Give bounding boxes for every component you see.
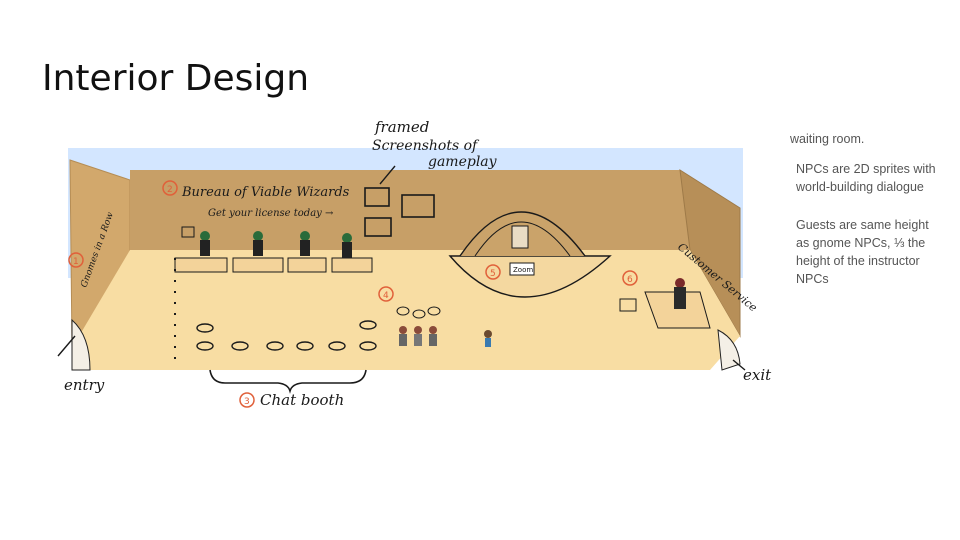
exit-arrow	[732, 359, 746, 371]
interior-sketch: framed Screenshots of gameplay 2 Bureau …	[57, 118, 772, 409]
exit-door	[717, 329, 741, 371]
label-entry: entry	[64, 376, 105, 394]
marker-5-number: 5	[490, 269, 496, 279]
entry-door	[71, 318, 91, 371]
marker-1	[68, 252, 84, 268]
label-get-license: Get your license today →	[208, 208, 334, 219]
label-screenshots-of: Screenshots of	[372, 138, 480, 154]
note-waiting-room: waiting room.	[790, 132, 865, 146]
marker-6-number: 6	[627, 275, 633, 285]
instructor-npc	[674, 278, 686, 309]
marker-5	[485, 264, 501, 280]
label-exit: exit	[743, 366, 772, 384]
marker-4-number: 4	[383, 291, 389, 301]
guest-speech-bubbles	[396, 306, 441, 319]
frames-pointer	[379, 165, 396, 185]
label-gameplay: gameplay	[428, 154, 498, 170]
marker-2	[162, 180, 178, 196]
service-speech-bubble-icon	[619, 298, 637, 312]
floor	[72, 250, 740, 370]
label-chat-booth: Chat booth	[260, 391, 344, 409]
framed-screenshots	[364, 187, 435, 237]
chat-booth-seats	[196, 320, 377, 351]
marker-6	[622, 270, 638, 286]
guest-sprites	[399, 326, 492, 347]
note-npcs: NPCs are 2D sprites with world-building …	[796, 162, 936, 194]
label-bureau: Bureau of Viable Wizards	[181, 185, 350, 200]
marker-2-number: 2	[167, 185, 173, 195]
marker-3	[239, 392, 255, 408]
note-guests: Guests are same height as gnome NPCs, ⅓ …	[796, 218, 929, 286]
slide-title: Interior Design	[42, 58, 310, 99]
entry-arrow	[57, 335, 76, 357]
chat-booth-brace	[209, 369, 367, 394]
stage-arch-inner	[474, 221, 571, 257]
bureau-counters	[174, 257, 373, 273]
speaker-notes: waiting room. NPCs are 2D sprites with w…	[790, 130, 940, 288]
marker-1-number: 1	[73, 257, 79, 267]
wizard-npcs	[200, 231, 352, 258]
marker-3-number: 3	[244, 397, 250, 407]
zoom-sign	[509, 262, 535, 276]
marker-4	[378, 286, 394, 302]
zoom-sign-text: Zoom	[513, 266, 533, 274]
stage-portal	[511, 225, 529, 249]
speech-bubble-icon	[181, 226, 195, 238]
label-framed: framed	[374, 118, 429, 136]
